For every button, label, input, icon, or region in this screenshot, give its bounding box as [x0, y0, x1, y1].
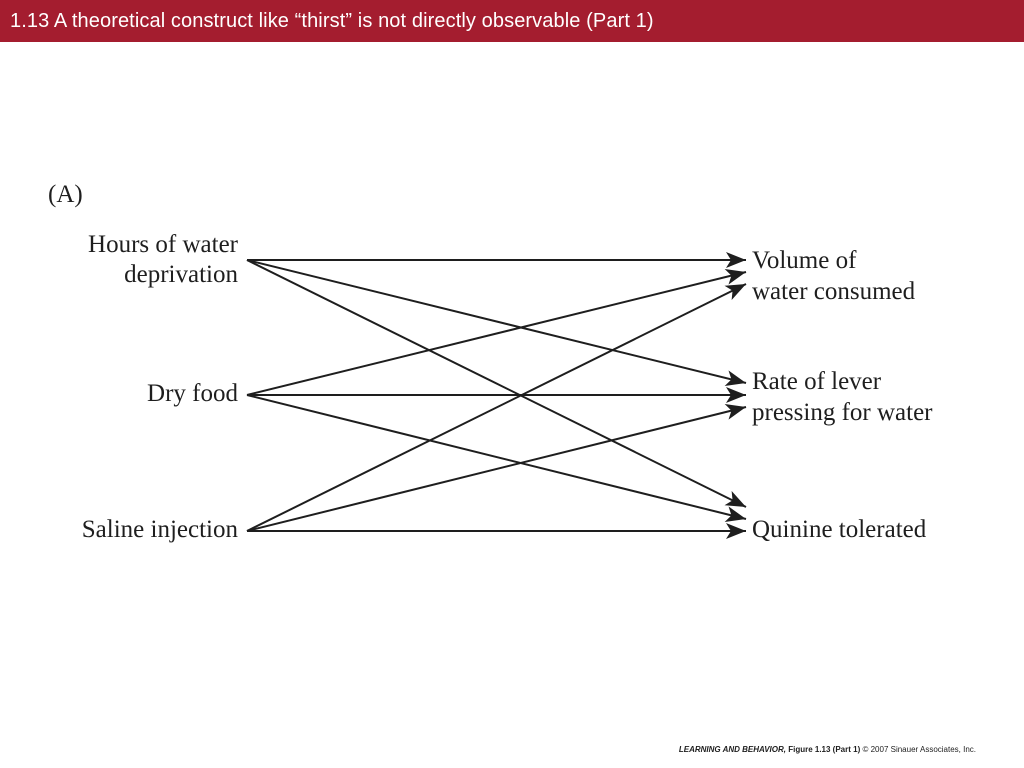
- arrow-source-2-to-target-1: [246, 404, 747, 532]
- footer-credit: LEARNING AND BEHAVIOR, Figure 1.13 (Part…: [679, 745, 976, 754]
- arrow-source-1-to-target-2: [246, 394, 747, 522]
- target-node-label-line: Rate of lever: [752, 368, 882, 395]
- footer-book-title: LEARNING AND BEHAVIOR,: [678, 745, 786, 754]
- target-node-label-line: water consumed: [752, 278, 916, 305]
- title-bar: 1.13 A theoretical construct like “thirs…: [0, 0, 1024, 42]
- source-node-dry-food: Dry food: [147, 379, 238, 409]
- target-node-label-line: Volume of: [752, 247, 857, 274]
- source-node-label-line: deprivation: [124, 261, 238, 288]
- source-node-label-line: Saline injection: [81, 516, 238, 543]
- footer-copyright: © 2007 Sinauer Associates, Inc.: [862, 745, 976, 754]
- target-node-rate-of-lever-pressing: Rate of lever pressing for water: [752, 366, 933, 428]
- slide-title: 1.13 A theoretical construct like “thirs…: [10, 9, 654, 32]
- target-node-volume-of-water-consumed: Volume of water consumed: [752, 245, 915, 307]
- source-node-label-line: Dry food: [147, 380, 238, 407]
- target-node-label-line: pressing for water: [752, 399, 933, 426]
- arrow-source-0-to-target-1: [246, 259, 747, 386]
- footer-figure-number: Figure 1.13 (Part 1): [788, 745, 861, 754]
- source-node-saline-injection: Saline injection: [82, 515, 238, 545]
- panel-label: (A): [48, 181, 83, 208]
- arrow-source-0-to-target-2: [246, 259, 747, 508]
- source-node-label-line: Hours of water: [88, 231, 238, 258]
- target-node-label-line: Quinine tolerated: [752, 516, 927, 543]
- target-node-quinine-tolerated: Quinine tolerated: [752, 514, 926, 545]
- arrow-source-2-to-target-0: [246, 283, 747, 532]
- arrow-source-1-to-target-0: [246, 269, 747, 396]
- source-node-hours-of-water-deprivation: Hours of water deprivation: [88, 230, 238, 290]
